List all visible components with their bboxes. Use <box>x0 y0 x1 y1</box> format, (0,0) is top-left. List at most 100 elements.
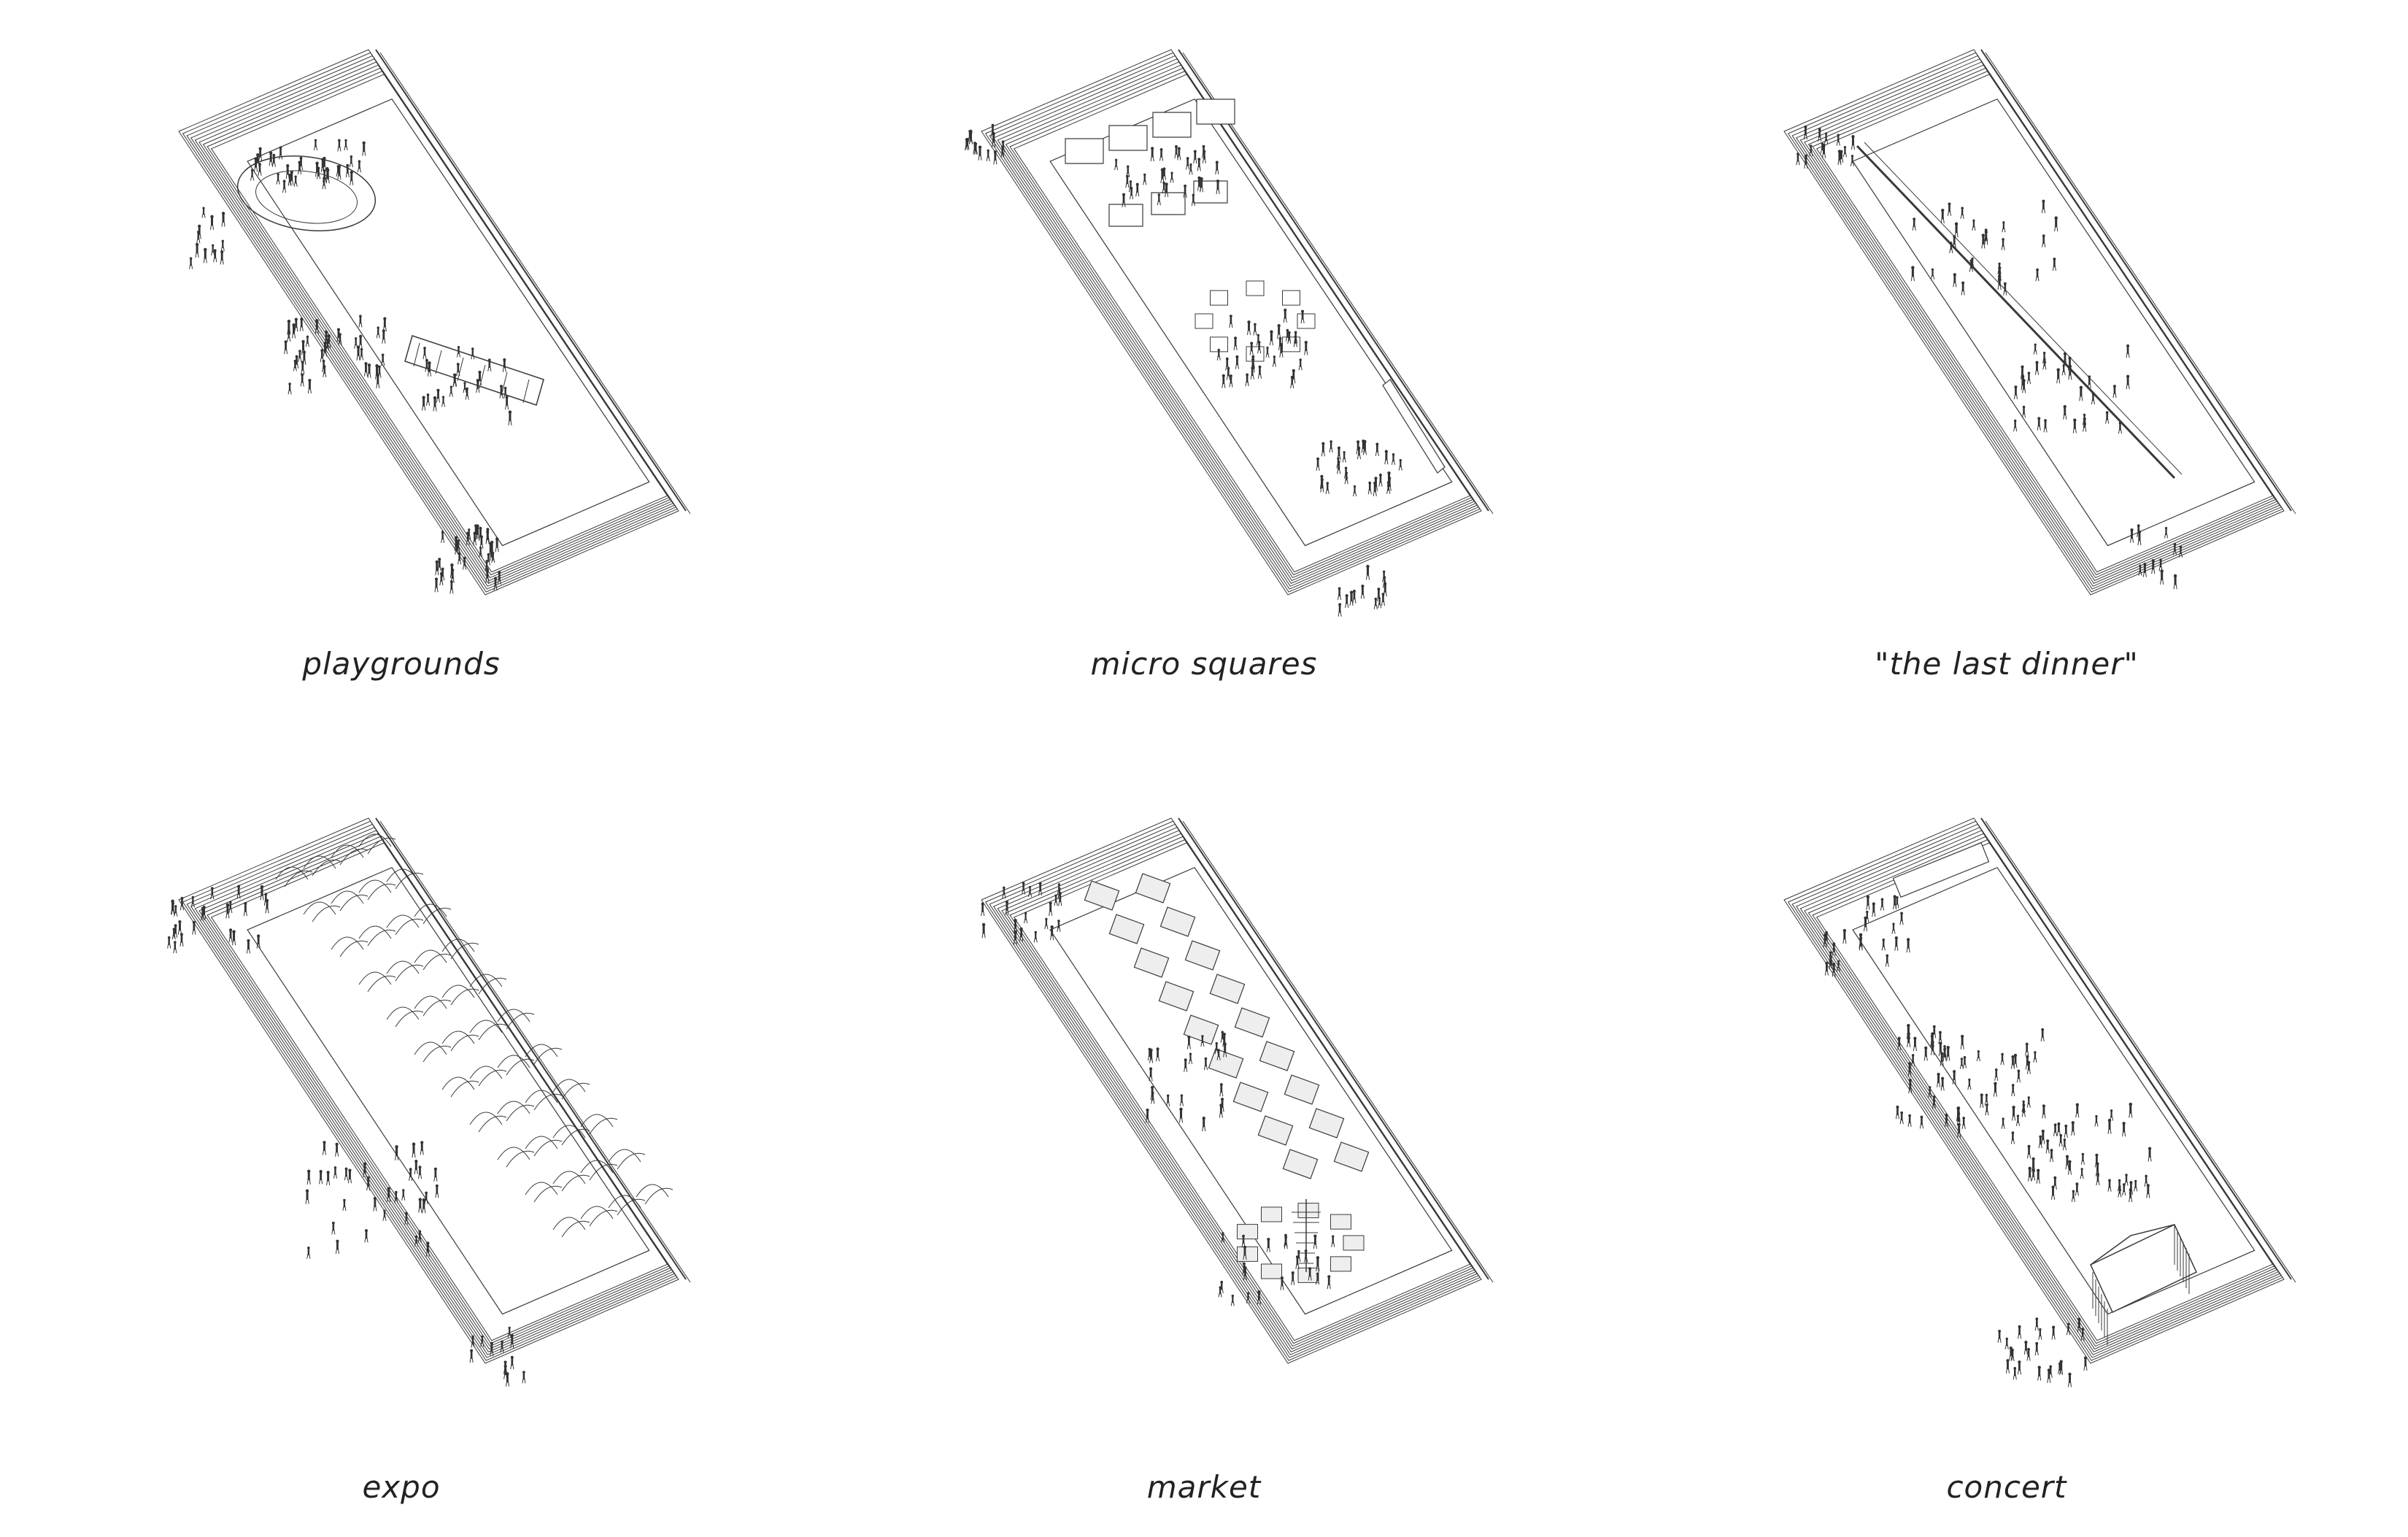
person-leg <box>1955 244 1956 248</box>
person-leg <box>193 904 194 907</box>
vault-arch <box>387 961 419 974</box>
person-leg <box>2176 584 2177 589</box>
person-leg <box>2071 1382 2072 1387</box>
person-leg <box>1845 153 1846 157</box>
person-leg <box>2013 1357 2014 1361</box>
step-outline <box>1792 824 2281 1357</box>
person-leg <box>2071 374 2072 380</box>
person-leg <box>2150 1156 2151 1161</box>
person-leg <box>1932 1104 1933 1109</box>
person-leg <box>1222 1092 1223 1096</box>
vault-arch <box>276 867 308 879</box>
person-leg <box>1290 339 1291 344</box>
person-leg <box>968 138 969 142</box>
person-leg <box>1355 598 1356 603</box>
person-leg <box>488 577 489 582</box>
person-leg <box>1911 1088 1912 1093</box>
market-stall <box>1262 1207 1282 1222</box>
person-leg <box>1942 1061 1943 1066</box>
person-leg <box>1943 1086 1944 1090</box>
person-leg <box>1366 574 1367 579</box>
person-leg <box>1229 375 1230 380</box>
person-leg <box>981 911 982 915</box>
person-leg <box>1389 489 1390 493</box>
person-leg <box>2029 1103 2030 1107</box>
person-leg <box>2002 228 2003 232</box>
person-leg <box>1829 960 1830 964</box>
vault-arch <box>414 996 447 1009</box>
person-leg <box>1842 158 1843 163</box>
person-leg <box>1376 605 1377 609</box>
person-leg <box>2023 374 2024 379</box>
person-leg <box>513 1344 514 1349</box>
person-leg <box>427 1200 428 1204</box>
person-leg <box>2077 1191 2078 1195</box>
stage-roof <box>2091 1225 2174 1265</box>
person-leg <box>1943 1057 1944 1061</box>
person-leg <box>1153 156 1154 161</box>
person-leg <box>309 1255 310 1259</box>
person-leg <box>2035 1351 2036 1355</box>
vault-arch <box>340 849 368 865</box>
person-leg <box>2066 1164 2067 1169</box>
person-leg <box>1998 1338 1999 1342</box>
vault-arch <box>506 1013 534 1029</box>
person-leg <box>440 581 441 585</box>
person-leg <box>1260 349 1261 353</box>
person-leg <box>334 1230 335 1234</box>
person-leg <box>1228 366 1229 370</box>
person-leg <box>2041 1037 2042 1041</box>
person-leg <box>2015 1375 2016 1379</box>
person-leg <box>2000 285 2001 290</box>
person-leg <box>2036 350 2037 354</box>
person-leg <box>1377 596 1378 601</box>
person-leg <box>1387 489 1388 493</box>
person-leg <box>235 940 236 945</box>
market-stall <box>1109 914 1143 944</box>
person-leg <box>231 909 232 912</box>
round-climbing-frame <box>233 147 380 239</box>
person-leg <box>1937 1082 1938 1087</box>
person-leg <box>991 132 992 136</box>
market-stall <box>1258 1116 1292 1145</box>
person-leg <box>1940 1061 1941 1066</box>
person-leg <box>1892 930 1893 933</box>
person-leg <box>2069 1330 2070 1335</box>
person-leg <box>2075 428 2076 433</box>
person-leg <box>1363 593 1364 598</box>
person-leg <box>279 155 280 159</box>
person-leg <box>258 171 259 175</box>
concert-features <box>1893 843 2196 1345</box>
person-leg <box>305 360 306 365</box>
person-leg <box>1380 604 1381 608</box>
person-leg <box>1163 175 1164 180</box>
person-leg <box>176 949 177 953</box>
person-leg <box>459 548 460 552</box>
person-leg <box>422 1150 423 1155</box>
rail-line <box>1986 821 2296 1282</box>
person-leg <box>2078 1112 2079 1117</box>
person-leg <box>466 540 467 544</box>
person-leg <box>258 162 259 166</box>
person-leg <box>1151 1076 1152 1081</box>
vault-arch <box>395 1011 423 1027</box>
step-outline <box>994 828 1477 1355</box>
deck-outline <box>1050 99 1452 546</box>
person-leg <box>172 936 173 939</box>
person-leg <box>2017 1078 2018 1082</box>
person-leg <box>1832 971 1833 976</box>
person-leg <box>1968 1086 1969 1090</box>
person-leg <box>1189 171 1190 174</box>
diagram-market <box>803 768 1605 1425</box>
person-leg <box>2038 1375 2039 1380</box>
person-leg <box>1338 596 1339 600</box>
panel-playgrounds: playgrounds <box>0 0 803 768</box>
vault-arch <box>451 943 479 959</box>
person-leg <box>504 1374 505 1379</box>
person-leg <box>437 587 438 592</box>
person-leg <box>2131 1197 2132 1201</box>
vault-arch <box>498 1009 530 1022</box>
person-leg <box>2005 1345 2006 1349</box>
person-leg <box>1161 178 1162 183</box>
person-leg <box>1129 173 1130 177</box>
